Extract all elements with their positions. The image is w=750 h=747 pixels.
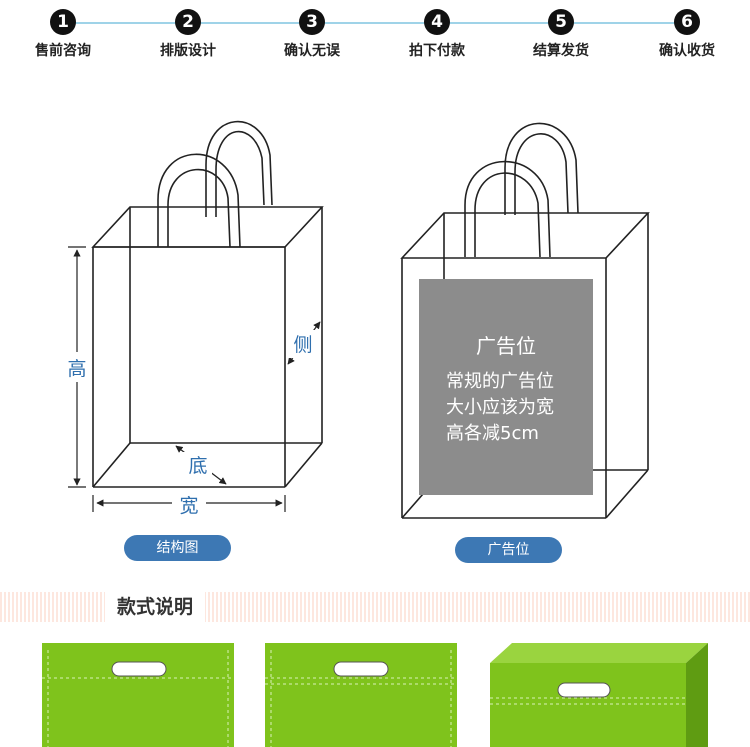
- bottom-label: 底: [188, 455, 207, 477]
- step-label: 结算发货: [533, 43, 589, 59]
- step-label: 确认无误: [284, 43, 340, 59]
- ad-area-bag-diagram: [400, 122, 650, 519]
- height-label: 高: [67, 358, 86, 380]
- structure-caption-pill: 结构图: [124, 535, 231, 561]
- ad-area-panel: [419, 279, 593, 495]
- steps-connector-line: [60, 22, 690, 24]
- bag-diagrams: 高 宽 侧 底 广告位 常规的广告位 大小应该为宽 高各减5cm: [62, 120, 650, 519]
- structure-bag-diagram: [91, 120, 324, 488]
- bag-style-flat-2: [265, 643, 457, 747]
- step-2: 2 排版设计: [128, 9, 248, 60]
- step-number: 6: [674, 9, 700, 35]
- step-number: 4: [424, 9, 450, 35]
- section-title: 款式说明: [105, 592, 206, 622]
- bag-style-flat-1: [42, 643, 234, 747]
- side-label: 侧: [293, 334, 312, 356]
- ad-area-title: 广告位: [476, 334, 536, 358]
- ad-area-caption-pill: 广告位: [455, 537, 562, 563]
- ad-area-desc-line-3: 高各减5cm: [446, 423, 539, 444]
- step-number: 1: [50, 9, 76, 35]
- ad-area-desc-line-2: 大小应该为宽: [446, 397, 554, 418]
- step-5: 5 结算发货: [501, 9, 621, 60]
- bag-style-gusset: [490, 643, 708, 747]
- step-label: 排版设计: [160, 43, 216, 59]
- step-number: 2: [175, 9, 201, 35]
- step-label: 拍下付款: [409, 43, 465, 59]
- step-6: 6 确认收货: [627, 9, 747, 60]
- step-1: 1 售前咨询: [3, 9, 123, 60]
- step-label: 售前咨询: [35, 43, 91, 59]
- step-label: 确认收货: [659, 43, 715, 59]
- width-label: 宽: [179, 495, 198, 517]
- step-4: 4 拍下付款: [377, 9, 497, 60]
- ad-area-desc-line-1: 常规的广告位: [446, 371, 554, 392]
- bag-style-samples: [42, 643, 708, 747]
- step-number: 5: [548, 9, 574, 35]
- step-number: 3: [299, 9, 325, 35]
- step-3: 3 确认无误: [252, 9, 372, 60]
